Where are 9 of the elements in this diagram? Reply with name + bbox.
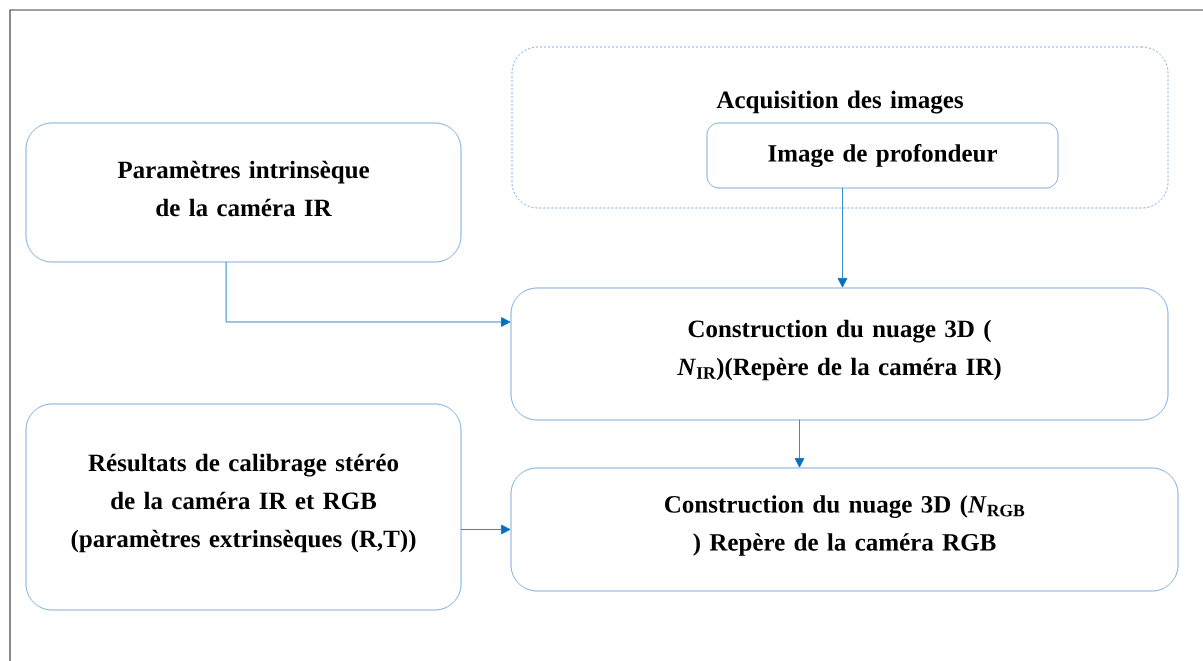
process-box: Construction du nuage 3D (N$_{RGB}$ ) Repère de la caméra RGB [510,467,1179,592]
arrow [794,419,805,468]
process-box: Image de profondeur [706,122,1059,189]
arrow [837,187,848,288]
process-box: Construction du nuage 3D ( N$_{IR}$)(Repère de la caméra IR) [510,287,1169,421]
arrow [225,261,511,327]
process-box: Résultats de calibrage stéréo de la caméra IR et RGB (paramètres extrinsèques (R,T)) [25,403,462,611]
process-box: Paramètres intrinsèque de la caméra IR [25,122,462,263]
arrow [460,524,511,535]
